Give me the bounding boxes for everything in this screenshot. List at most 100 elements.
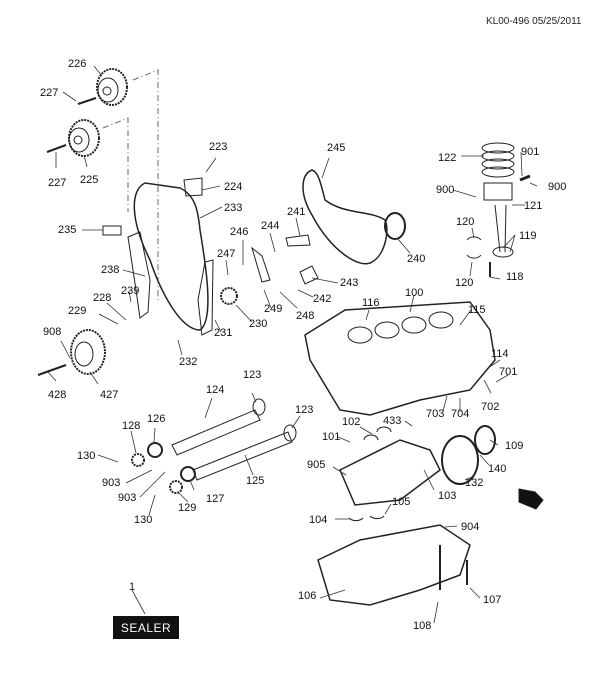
callout-129: 129 bbox=[178, 502, 197, 514]
guide-224 bbox=[183, 177, 203, 197]
guide-248 bbox=[251, 246, 271, 283]
bearing-120-lower bbox=[466, 254, 482, 259]
chain-guide-231 bbox=[197, 259, 214, 336]
callout-703: 703 bbox=[426, 408, 445, 420]
callout-900-left: 900 bbox=[436, 184, 455, 196]
callout-108: 108 bbox=[413, 620, 432, 632]
guide-243 bbox=[299, 265, 319, 285]
callout-227-upper: 227 bbox=[40, 87, 59, 99]
callout-140: 140 bbox=[488, 463, 507, 475]
callout-104: 104 bbox=[309, 514, 328, 526]
callout-121: 121 bbox=[524, 200, 543, 212]
lower-crankcase-106 bbox=[317, 524, 471, 606]
callout-225: 225 bbox=[80, 174, 99, 186]
callout-227-lower: 227 bbox=[48, 177, 67, 189]
callout-246: 246 bbox=[230, 226, 249, 238]
callout-130-upper: 130 bbox=[77, 450, 96, 462]
callout-124: 124 bbox=[206, 384, 225, 396]
callout-908: 908 bbox=[43, 326, 62, 338]
callout-223: 223 bbox=[209, 141, 228, 153]
callout-900-right: 900 bbox=[548, 181, 567, 193]
callout-233: 233 bbox=[224, 202, 243, 214]
bolt-227-lower bbox=[46, 144, 67, 153]
callout-701: 701 bbox=[499, 366, 518, 378]
callout-242: 242 bbox=[313, 293, 332, 305]
sealer-label: SEALER bbox=[120, 620, 172, 635]
tensioner-235 bbox=[102, 225, 122, 236]
bearing-123-b bbox=[283, 424, 297, 442]
callout-240: 240 bbox=[407, 253, 426, 265]
callout-232: 232 bbox=[179, 356, 198, 368]
callout-107: 107 bbox=[483, 594, 502, 606]
callout-119: 119 bbox=[519, 230, 537, 242]
bearings-104-105 bbox=[348, 515, 385, 522]
bearings-101-102 bbox=[363, 426, 392, 441]
callout-226: 226 bbox=[68, 58, 87, 70]
callout-118: 118 bbox=[506, 271, 524, 283]
camshaft-sprocket-225 bbox=[68, 119, 100, 157]
callout-224: 224 bbox=[224, 181, 243, 193]
balance-chain-245 bbox=[302, 169, 388, 265]
callout-905: 905 bbox=[307, 459, 326, 471]
callout-235: 235 bbox=[58, 224, 77, 236]
reluctor-ring-132 bbox=[441, 435, 479, 485]
callout-132: 132 bbox=[465, 477, 484, 489]
leader-lines bbox=[47, 65, 538, 624]
crankshaft-pulley-427 bbox=[70, 329, 106, 375]
callout-115: 115 bbox=[468, 304, 486, 316]
guide-241 bbox=[285, 234, 311, 247]
callout-105: 105 bbox=[392, 496, 411, 508]
sprocket-240 bbox=[384, 212, 406, 240]
callout-903-lower: 903 bbox=[118, 492, 137, 504]
balance-shaft-125 bbox=[192, 431, 293, 481]
callout-427: 427 bbox=[100, 389, 119, 401]
callout-123-upper: 123 bbox=[243, 369, 262, 381]
callout-238: 238 bbox=[101, 264, 120, 276]
front-direction-arrow bbox=[518, 488, 544, 510]
piston-rings-122 bbox=[481, 142, 515, 178]
camshaft-sprocket-226 bbox=[96, 68, 128, 106]
piston-121 bbox=[483, 182, 513, 201]
callout-901: 901 bbox=[521, 146, 540, 158]
callout-116: 116 bbox=[362, 297, 380, 309]
callout-241: 241 bbox=[287, 206, 306, 218]
callout-103: 103 bbox=[438, 490, 457, 502]
callout-245: 245 bbox=[327, 142, 346, 154]
callout-433: 433 bbox=[383, 415, 402, 427]
callout-101: 101 bbox=[322, 431, 341, 443]
engine-block-100 bbox=[304, 301, 496, 416]
callout-120-upper: 120 bbox=[456, 216, 475, 228]
callout-244: 244 bbox=[261, 220, 280, 232]
callout-1: 1 bbox=[129, 581, 136, 593]
diagram-code-date: KL00-496 05/25/2011 bbox=[486, 16, 582, 27]
sprocket-230 bbox=[220, 287, 238, 305]
callout-109: 109 bbox=[505, 440, 524, 452]
gear-127 bbox=[180, 466, 196, 482]
gear-129 bbox=[169, 480, 183, 494]
callout-228: 228 bbox=[93, 292, 112, 304]
callout-702: 702 bbox=[481, 401, 500, 413]
timing-chain-233 bbox=[133, 182, 209, 331]
callout-127: 127 bbox=[206, 493, 225, 505]
callout-130-lower: 130 bbox=[134, 514, 153, 526]
connecting-rod bbox=[494, 204, 507, 253]
callout-125: 125 bbox=[246, 475, 265, 487]
balance-shaft-124 bbox=[171, 409, 261, 456]
crankshaft-103 bbox=[339, 439, 441, 506]
callout-230: 230 bbox=[249, 318, 268, 330]
bolt-227-upper bbox=[77, 97, 97, 105]
sealer-legend-box: SEALER bbox=[113, 616, 179, 639]
callout-122: 122 bbox=[438, 152, 457, 164]
chain-guide-238 bbox=[127, 231, 151, 319]
callout-123-lower: 123 bbox=[295, 404, 314, 416]
bolt-428 bbox=[37, 364, 67, 376]
callout-239: 239 bbox=[121, 285, 140, 297]
callout-231: 231 bbox=[214, 327, 233, 339]
callout-114: 114 bbox=[491, 348, 509, 360]
piston-pin-901 bbox=[519, 174, 531, 182]
gear-128 bbox=[131, 453, 145, 467]
bearing-123-a bbox=[252, 398, 266, 416]
callout-247: 247 bbox=[217, 248, 236, 260]
callout-128: 128 bbox=[122, 420, 141, 432]
